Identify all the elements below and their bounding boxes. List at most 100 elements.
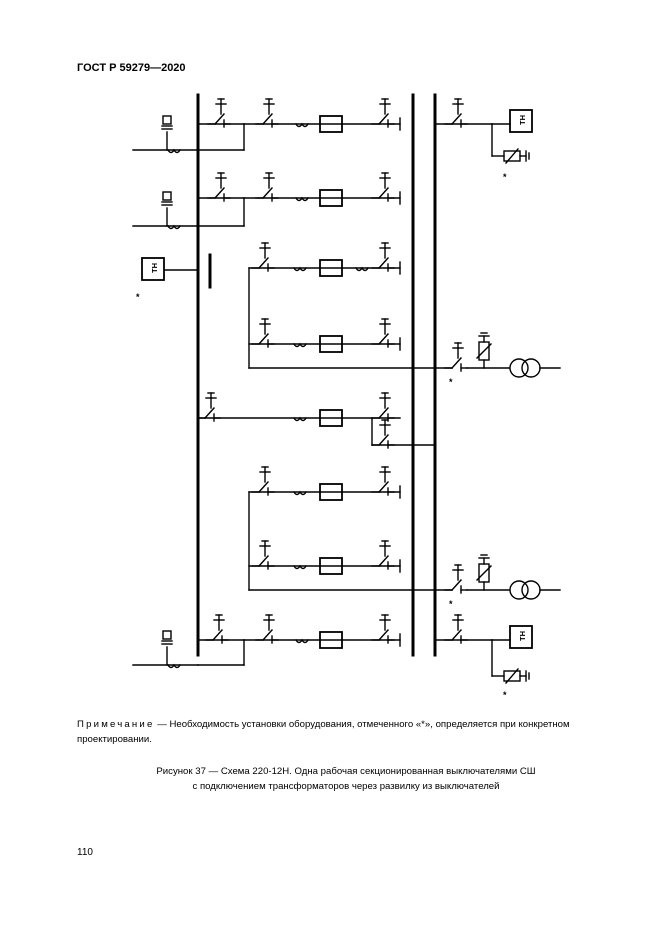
disconnector-symbol: [371, 172, 395, 202]
current-transformer-symbol: [295, 122, 309, 128]
disconnector-symbol: [444, 614, 468, 644]
circuit-breaker-box: [319, 557, 343, 575]
asterisk-marker: *: [503, 172, 507, 182]
current-transformer-symbol: [167, 663, 181, 669]
disconnector-stroke: [378, 113, 389, 125]
current-transformer-symbol: [295, 638, 309, 644]
disconnector-symbol: [251, 242, 275, 272]
asterisk-marker: *: [449, 377, 453, 387]
voltage-transformer-box: [509, 109, 533, 133]
disconnector-stroke: [378, 407, 389, 419]
ct-coil: [293, 490, 307, 496]
disconnector-symbol: [255, 614, 279, 644]
disconnector-stroke: [258, 333, 269, 345]
diagram-graphics: [132, 93, 561, 684]
ct-coil: [295, 196, 309, 202]
ct-coil: [167, 224, 181, 230]
disconnector-stroke: [378, 187, 389, 199]
disconnector-stroke: [258, 257, 269, 269]
ct-coil: [293, 416, 307, 422]
coupling-device: [162, 115, 172, 125]
transformer-winding: [509, 580, 529, 600]
caption-line-2: с подключением трансформаторов через раз…: [192, 781, 500, 792]
current-transformer-symbol: [293, 564, 307, 570]
arrester-arrow: [476, 343, 492, 359]
asterisk-marker: *: [449, 599, 453, 609]
voltage-transformer-label: ТН: [518, 115, 527, 125]
disconnector-stroke: [451, 579, 462, 591]
current-transformer-symbol: [293, 490, 307, 496]
arrester-arrow: [476, 565, 492, 581]
disconnector-stroke: [378, 481, 389, 493]
ct-coil: [167, 148, 181, 154]
disconnector-symbol: [371, 318, 395, 348]
current-transformer-symbol: [293, 266, 307, 272]
circuit-breaker-box: [319, 189, 343, 207]
voltage-transformer-label: ТН: [518, 631, 527, 641]
disconnector-stroke: [378, 434, 389, 446]
page-number: 110: [77, 847, 93, 858]
disconnector-stroke: [258, 555, 269, 567]
circuit-breaker-box: [319, 483, 343, 501]
ct-coil: [355, 266, 369, 272]
disconnector-stroke: [204, 407, 215, 419]
disconnector-stroke: [262, 629, 273, 641]
disconnector-symbol: [251, 318, 275, 348]
disconnector-symbol: [251, 466, 275, 496]
current-transformer-symbol: [295, 196, 309, 202]
transformer-winding: [521, 358, 541, 378]
current-transformer-symbol: [355, 266, 369, 272]
transformer-winding: [509, 358, 529, 378]
ct-coil: [293, 266, 307, 272]
disconnector-symbol: [207, 172, 231, 202]
note-paragraph: Примечание — Необходимость установки обо…: [77, 717, 615, 747]
current-transformer-symbol: [167, 224, 181, 230]
disconnector-stroke: [378, 629, 389, 641]
disconnector-symbol: [207, 98, 231, 128]
circuit-breaker-box: [319, 259, 343, 277]
disconnector-symbol: [444, 342, 468, 372]
disconnector-stroke: [212, 629, 223, 641]
disconnector-symbol: [255, 172, 279, 202]
ct-coil: [293, 564, 307, 570]
circuit-breaker-box: [319, 409, 343, 427]
transformer-winding: [521, 580, 541, 600]
current-transformer-symbol: [167, 148, 181, 154]
disconnector-symbol: [197, 392, 221, 422]
circuit-breaker-box: [319, 631, 343, 649]
disconnector-stroke: [378, 333, 389, 345]
disconnector-stroke: [378, 555, 389, 567]
ct-coil: [295, 638, 309, 644]
current-transformer-symbol: [293, 342, 307, 348]
disconnector-stroke: [214, 113, 225, 125]
current-transformer-symbol: [293, 416, 307, 422]
asterisk-marker: *: [503, 690, 507, 700]
disconnector-symbol: [255, 98, 279, 128]
note-text: — Необходимость установки оборудования, …: [77, 719, 570, 745]
disconnector-stroke: [214, 187, 225, 199]
disconnector-symbol: [371, 392, 395, 422]
asterisk-marker: *: [136, 292, 140, 302]
circuit-breaker-box: [319, 115, 343, 133]
disconnector-stroke: [262, 187, 273, 199]
caption-line-1: Рисунок 37 — Схема 220-12Н. Одна рабочая…: [156, 766, 536, 777]
diagram-labels: ТН*ТН***ТН*: [136, 115, 527, 700]
disconnector-symbol: [371, 98, 395, 128]
disconnector-stroke: [378, 257, 389, 269]
disconnector-stroke: [451, 357, 462, 369]
arrester-arrow: [505, 668, 519, 684]
disconnector-symbol: [444, 564, 468, 594]
document-header: ГОСТ Р 59279—2020: [77, 62, 186, 74]
disconnector-symbol: [371, 419, 395, 449]
disconnector-stroke: [451, 113, 462, 125]
arrester-arrow: [505, 148, 519, 164]
disconnector-stroke: [262, 113, 273, 125]
disconnector-symbol: [444, 98, 468, 128]
disconnector-symbol: [371, 242, 395, 272]
ct-coil: [293, 342, 307, 348]
ct-coil: [295, 122, 309, 128]
circuit-breaker-box: [319, 335, 343, 353]
note-label: Примечание: [77, 719, 155, 730]
disconnector-symbol: [371, 466, 395, 496]
